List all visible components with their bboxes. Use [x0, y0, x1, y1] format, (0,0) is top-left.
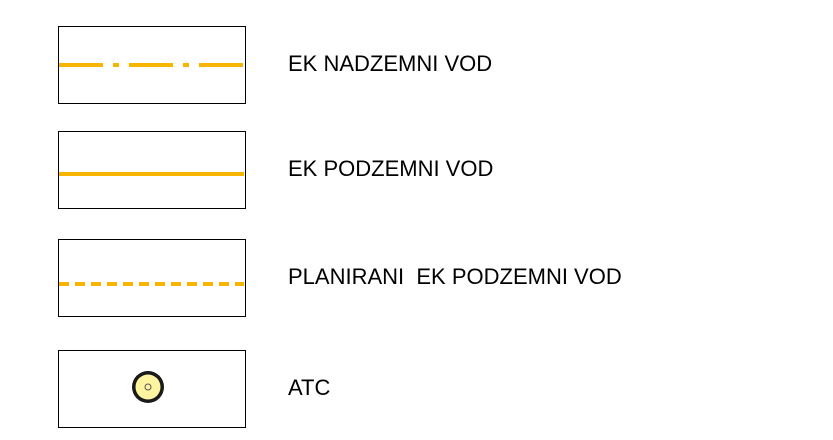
- legend-item-ek-podzemni-vod: EK PODZEMNI VOD: [58, 131, 818, 209]
- legend-label: EK PODZEMNI VOD: [288, 156, 494, 181]
- legend-label: ATC: [288, 375, 331, 400]
- legend-item-planirani-ek-podzemni-vod: PLANIRANI EK PODZEMNI VOD: [58, 239, 818, 317]
- dashed-line-icon: [59, 282, 244, 286]
- atc-circle-icon: [132, 371, 164, 403]
- solid-line-symbol-box: [58, 131, 246, 209]
- dash-dot-line-symbol-box: [58, 26, 246, 104]
- legend-item-ek-nadzemni-vod: EK NADZEMNI VOD: [58, 26, 818, 104]
- solid-line-icon: [59, 172, 244, 176]
- dashed-line-symbol-box: [58, 239, 246, 317]
- dash-dot-line-icon: [59, 63, 244, 67]
- legend-item-atc: ATC: [58, 350, 818, 428]
- legend-label: EK NADZEMNI VOD: [288, 51, 493, 76]
- legend-label: PLANIRANI EK PODZEMNI VOD: [288, 264, 622, 289]
- atc-symbol-box: [58, 350, 246, 428]
